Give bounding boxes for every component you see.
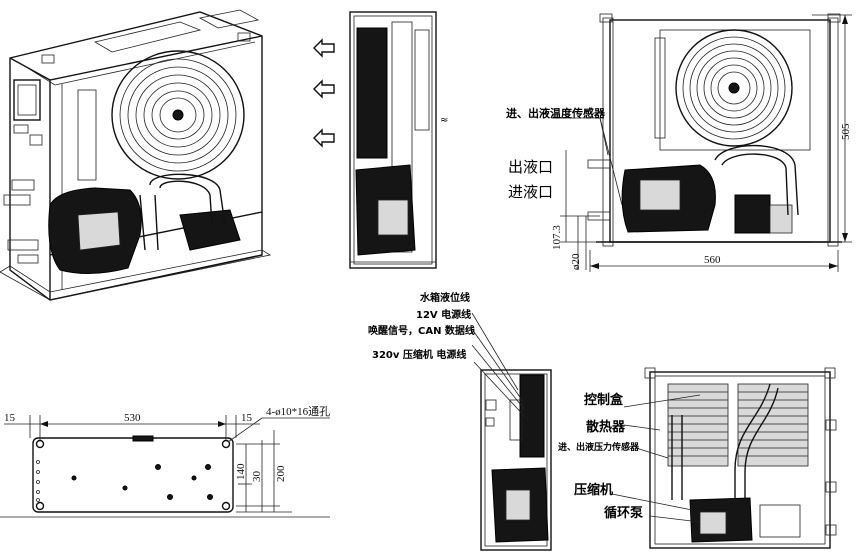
flow-arrow [313, 38, 335, 58]
radiator-hatching [667, 383, 809, 467]
base-plate-view [0, 415, 330, 518]
dim-hole-140: 140 [235, 463, 247, 480]
flow-arrow [313, 79, 335, 99]
front-fan [659, 29, 811, 151]
iso-fan [111, 50, 245, 180]
pressure-sensor-label: 进、出液压力传感器 [558, 441, 640, 453]
pump-label: 循环泵 [604, 505, 643, 521]
dim-margin-left: 15 [4, 412, 16, 424]
iso-left-fittings [3, 124, 43, 264]
internal-left-panel [471, 312, 552, 551]
svg-text:≈: ≈ [440, 115, 448, 126]
dim-height-505: 505 [840, 123, 852, 140]
dim-hole-offset-30: 30 [251, 471, 263, 483]
flow-arrow [313, 128, 335, 148]
cable-compressor-power: 320v 压缩机 电源线 [372, 348, 466, 361]
dim-margin-right: 15 [241, 412, 253, 424]
flow-arrows [313, 38, 335, 148]
dim-span-530: 530 [124, 412, 141, 424]
cable-water-level: 水箱液位线 [419, 291, 470, 304]
compressor-label: 压缩机 [574, 482, 613, 498]
control-box-label: 控制盒 [584, 392, 624, 408]
hole-note: 4-ø10*16通孔 [266, 405, 330, 418]
dim-pipe-dia: ø20 [570, 253, 582, 270]
radiator-label: 散热器 [586, 419, 626, 435]
cable-12v-power: 12V 电源线 [416, 308, 471, 321]
isometric-view [0, 9, 272, 301]
dim-inlet-height: 107.3 [551, 225, 563, 250]
cable-can: 唤醒信号，CAN 数据线 [368, 324, 475, 337]
dim-depth-200: 200 [275, 465, 287, 482]
outlet-label: 出液口 [508, 158, 553, 176]
temp-sensor-leaders [552, 117, 623, 206]
temp-sensor-label: 进、出液温度传感器 [506, 106, 606, 120]
front-view [587, 13, 842, 247]
front-dimensions [560, 14, 852, 272]
inlet-label: 进液口 [508, 183, 553, 201]
dim-width-560: 560 [704, 254, 721, 266]
internal-right-panel [611, 367, 837, 549]
side-view: ≈ [349, 11, 448, 269]
